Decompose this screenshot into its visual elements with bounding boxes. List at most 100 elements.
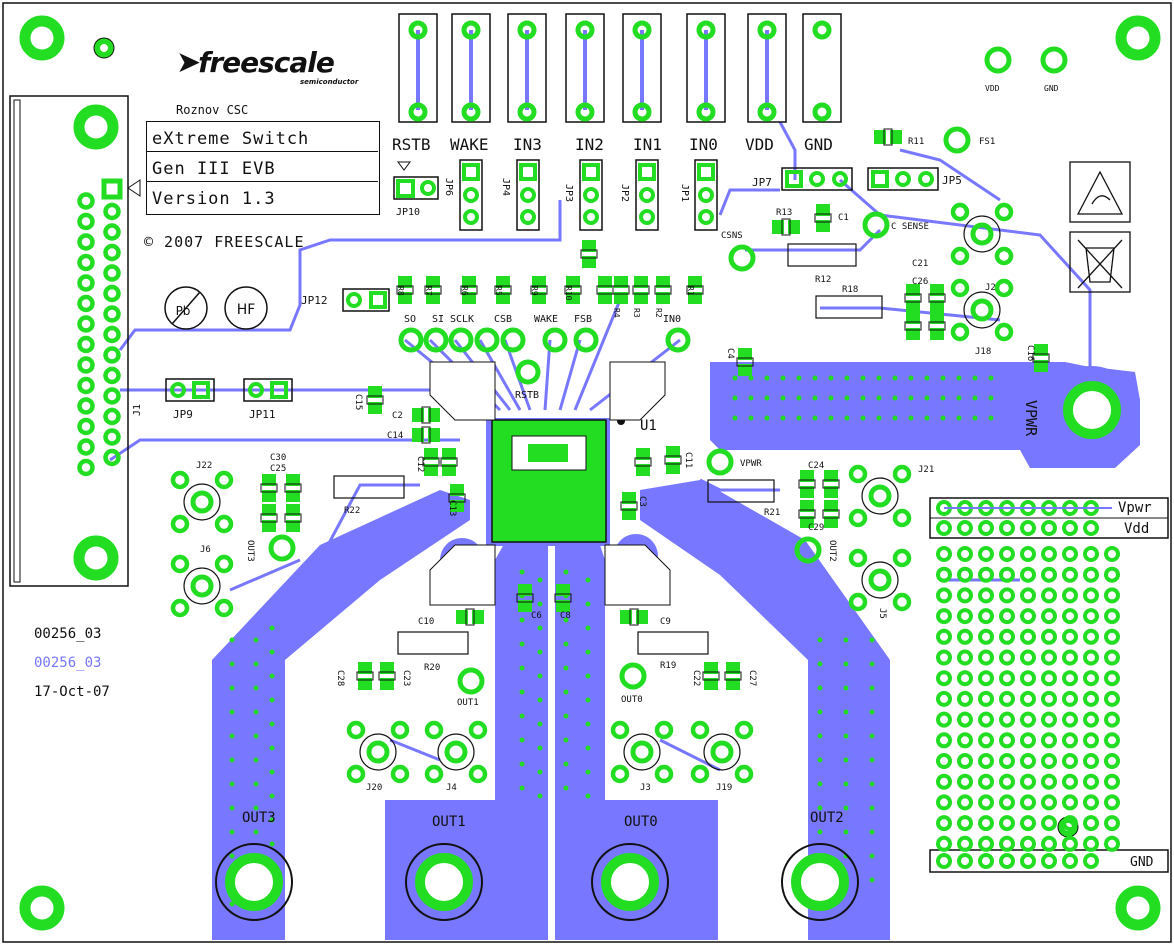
ref-label: R7 — [424, 286, 433, 296]
mounting-holes — [19, 15, 1161, 931]
chip-pad — [532, 276, 546, 288]
vpwr-plane-label: VPWR — [1022, 400, 1040, 437]
chip-pad — [456, 610, 468, 624]
title-divider — [147, 151, 378, 152]
chip-pad — [380, 678, 394, 690]
proto-hole — [1020, 835, 1036, 852]
via — [269, 625, 275, 631]
proto-hole — [1020, 690, 1036, 707]
via — [828, 415, 834, 421]
via — [579, 501, 585, 507]
proto-hole — [957, 546, 973, 562]
jumper-pad — [757, 20, 777, 40]
ref-label: R21 — [764, 508, 780, 518]
ref-label: C2 — [392, 411, 403, 421]
weee-bin-icon — [1069, 231, 1131, 293]
chip-pad — [286, 474, 300, 486]
chip-pad — [566, 292, 580, 304]
rf-ground-pin — [848, 464, 868, 484]
proto-hole — [957, 732, 973, 749]
via — [591, 489, 597, 495]
via — [812, 415, 818, 421]
chip-pad — [772, 220, 784, 234]
via — [988, 415, 994, 421]
proto-hole — [1062, 566, 1078, 583]
doc-number: 00256_03 — [34, 626, 102, 642]
ref-label: R8 — [396, 286, 405, 296]
rf-connector-body — [437, 733, 475, 771]
chip-pad — [824, 470, 838, 482]
proto-hole — [999, 835, 1015, 852]
via — [563, 737, 569, 743]
chip-pad — [816, 204, 830, 216]
rf-ground-pin — [950, 278, 970, 298]
via — [555, 477, 561, 483]
proto-hole — [1020, 608, 1036, 625]
via — [860, 375, 866, 381]
via — [860, 415, 866, 421]
out1-plane — [385, 530, 548, 940]
chip-pad — [930, 300, 944, 312]
proto-hole — [957, 815, 973, 832]
proto-hole — [936, 853, 952, 869]
via — [585, 745, 591, 751]
jumper-frame — [622, 13, 662, 123]
proto-hole — [978, 690, 994, 707]
rf-ground-pin — [734, 720, 754, 740]
jumper-pad — [575, 20, 595, 40]
ref-label: OUT3 — [245, 540, 255, 562]
via — [507, 501, 513, 507]
ref-label: JP5 — [942, 174, 962, 187]
proto-hole — [1062, 835, 1078, 852]
proto-hole — [978, 520, 994, 536]
ref-label: RSTB — [515, 390, 539, 401]
via — [567, 477, 573, 483]
u1-label: U1 — [640, 418, 657, 434]
proto-hole — [978, 649, 994, 666]
chip-pad — [472, 610, 484, 624]
ref-label: OUT1 — [457, 698, 479, 708]
proto-hole — [978, 587, 994, 604]
via — [537, 793, 543, 799]
via — [579, 525, 585, 531]
ref-label: C8 — [560, 611, 571, 621]
chip-pad — [824, 500, 838, 512]
j1-pin — [103, 366, 121, 385]
rf-ground-pin — [892, 464, 912, 484]
top-jumper-row — [398, 13, 842, 123]
proto-hole — [1020, 670, 1036, 687]
via — [591, 477, 597, 483]
jumper-pad — [812, 102, 832, 122]
via — [869, 781, 875, 787]
chip-body — [396, 285, 414, 295]
j1-pin — [103, 407, 121, 426]
via — [229, 685, 235, 691]
chip-pad — [462, 292, 476, 304]
ref-label: J19 — [716, 783, 732, 793]
board-title-line-3: Version 1.3 — [152, 189, 276, 209]
chip-pad — [620, 610, 632, 624]
via — [869, 829, 875, 835]
small-jumpers — [165, 159, 939, 402]
via — [537, 697, 543, 703]
via — [843, 733, 849, 739]
ref-label: C16 — [1025, 345, 1035, 361]
jumper-frame — [398, 13, 438, 123]
proto-hole — [1083, 815, 1099, 832]
proto-hole — [1062, 628, 1078, 645]
chip-pad — [556, 600, 570, 612]
j1-pin — [103, 284, 121, 303]
chip-pad — [598, 276, 612, 288]
j1-pin — [103, 202, 121, 221]
freescale-logo: ➤freescale — [176, 45, 335, 80]
chip-body — [702, 671, 720, 681]
chip-body — [928, 293, 946, 303]
via — [732, 415, 738, 421]
rf-ground-pin — [892, 508, 912, 528]
chip-pad — [688, 292, 702, 304]
ref-label: R18 — [842, 285, 858, 295]
via — [543, 501, 549, 507]
via — [585, 793, 591, 799]
proto-hole — [1083, 670, 1099, 687]
